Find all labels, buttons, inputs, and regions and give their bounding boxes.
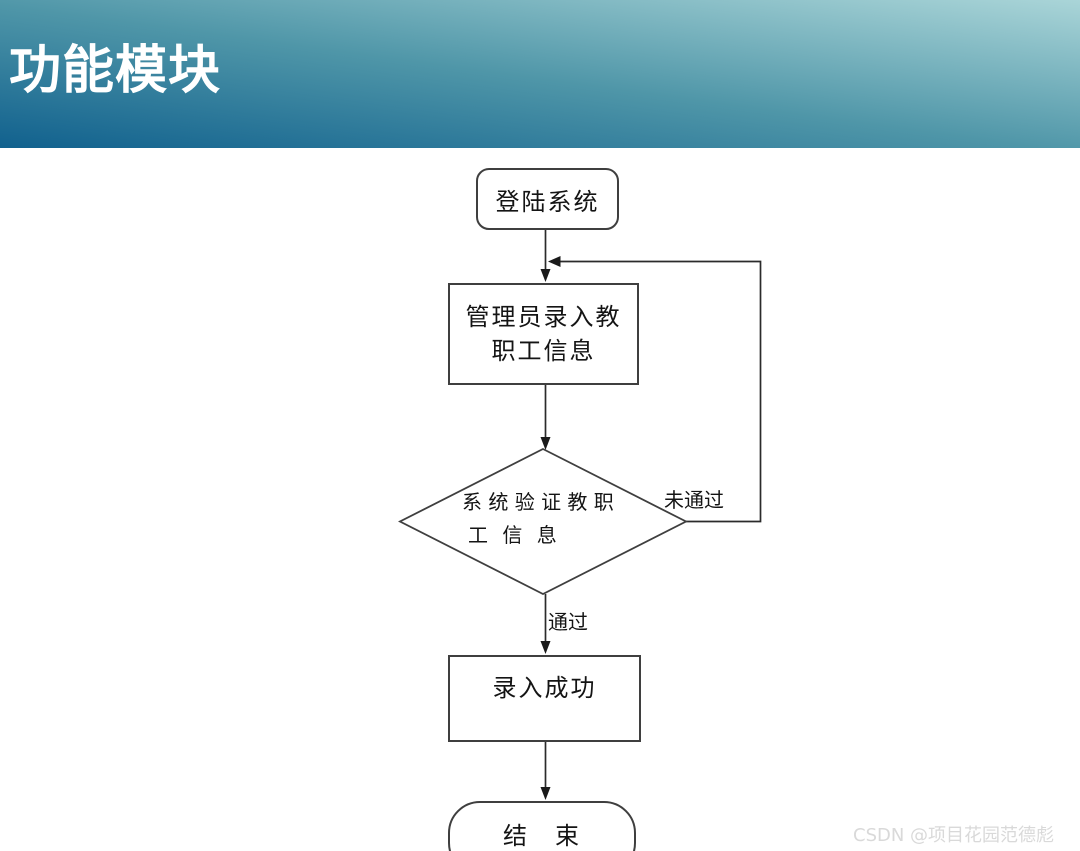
edge-fail-loop — [558, 260, 762, 523]
node-input-label-line2: 职工信息 — [491, 337, 596, 365]
watermark: CSDN @项目花园范德彪 — [853, 825, 1055, 846]
node-start-label: 登陆系统 — [495, 187, 600, 216]
edge-label-fail: 未通过 — [664, 488, 724, 512]
edge-arrowheads — [540, 256, 561, 800]
page-title: 功能模块 — [9, 41, 222, 101]
arrowhead-fail-into-line — [548, 256, 561, 267]
node-verify-shape — [398, 447, 688, 596]
arrowhead-into-end — [540, 787, 551, 800]
arrowhead-into-verify — [540, 437, 551, 450]
node-input-label-line1: 管理员录入教 — [465, 303, 622, 331]
node-verify-label-line1: 系 统 验 证 教 职 — [462, 490, 614, 514]
edge-label-pass: 通过 — [548, 610, 588, 634]
node-input: 管理员录入教 职工信息 — [448, 283, 639, 385]
arrowhead-into-success — [540, 641, 551, 654]
arrowhead-into-input — [540, 269, 551, 282]
node-start: 登陆系统 — [476, 168, 619, 230]
node-success-label: 录入成功 — [492, 674, 597, 702]
node-success: 录入成功 — [448, 655, 641, 742]
edge-lines — [544, 230, 762, 789]
node-verify-label-line2: 工 信 息 — [468, 523, 557, 547]
node-end: 结 束 — [448, 801, 636, 851]
header-banner: 功能模块 — [0, 0, 1080, 148]
node-verify-label: 系 统 验 证 教 职 工 信 息 — [462, 486, 652, 552]
node-end-label: 结 束 — [503, 822, 581, 850]
